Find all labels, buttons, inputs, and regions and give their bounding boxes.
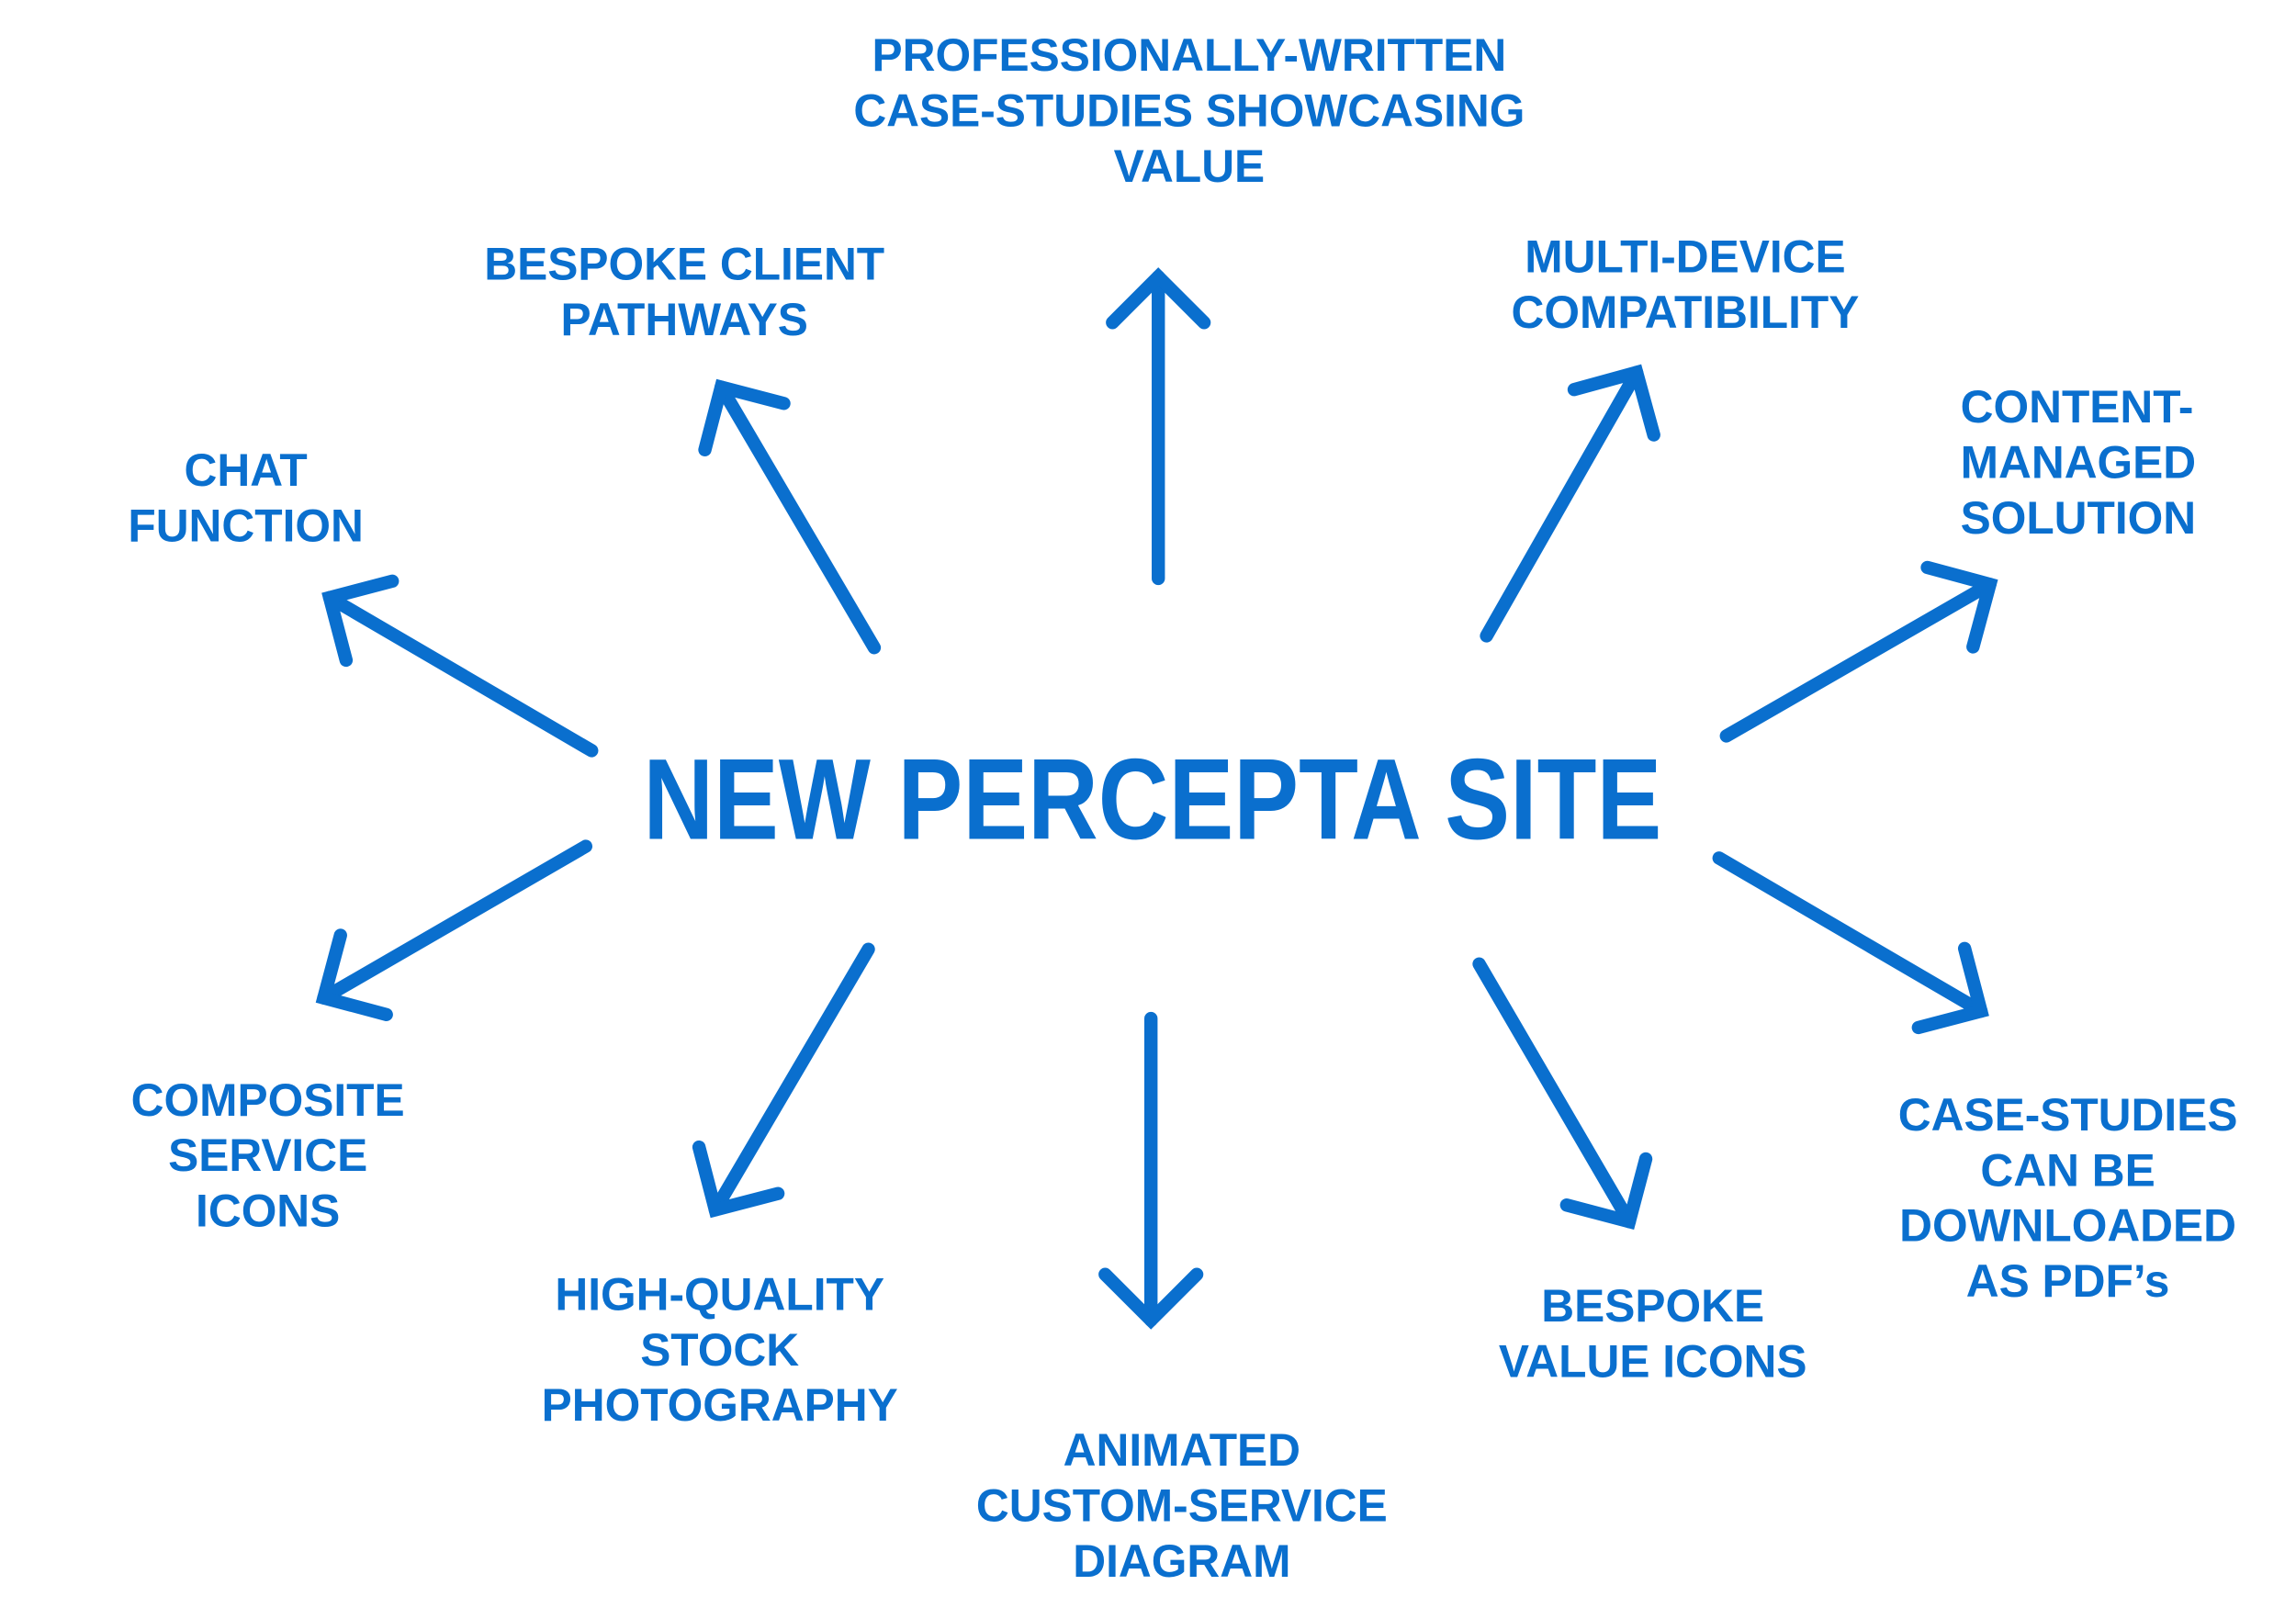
feature-label-line: MULTI-DEVICE bbox=[1525, 231, 1845, 283]
arrow-pdf-downloads bbox=[1712, 851, 1989, 1035]
feature-label-line: AS PDF’s bbox=[1966, 1255, 2170, 1307]
arrow-shaft bbox=[1719, 578, 1997, 743]
arrow-value-icons bbox=[1472, 957, 1653, 1231]
feature-label-line: COMPATIBILITY bbox=[1512, 287, 1860, 338]
feature-label-line: PATHWAYS bbox=[560, 294, 807, 345]
arrow-content-managed bbox=[1719, 560, 1998, 743]
feature-label-line: FUNCTION bbox=[128, 500, 364, 551]
feature-label-line: PHOTOGRAPHY bbox=[542, 1379, 898, 1431]
arrow-head-icon bbox=[1559, 1152, 1653, 1231]
arrow-shaft bbox=[322, 590, 599, 758]
arrow-head-icon bbox=[1106, 267, 1211, 330]
feature-label-line: SOLUTION bbox=[1961, 492, 2197, 544]
arrow-head-icon bbox=[698, 378, 791, 457]
arrow-composite-icons bbox=[315, 839, 593, 1022]
feature-label-line: BESPOKE bbox=[1541, 1280, 1764, 1332]
arrow-head-icon bbox=[1920, 560, 1998, 654]
feature-label-line: ICONS bbox=[196, 1186, 340, 1237]
arrow-animated-diagram bbox=[1098, 1011, 1204, 1330]
arrow-shaft bbox=[317, 839, 593, 1005]
arrow-head-icon bbox=[315, 928, 393, 1022]
arrow-head-icon bbox=[692, 1140, 785, 1219]
arrow-shaft bbox=[708, 942, 875, 1217]
arrow-shaft bbox=[1472, 957, 1637, 1229]
feature-label-line: CONTENT- bbox=[1961, 381, 2194, 433]
arrow-stock-photography bbox=[692, 942, 875, 1219]
arrow-head-icon bbox=[321, 574, 400, 668]
feature-label-line: BESPOKE CLIENT bbox=[484, 239, 884, 290]
feature-label-line: CHAT bbox=[185, 444, 308, 496]
feature-label-line: CUSTOM-SERVICE bbox=[976, 1480, 1388, 1532]
arrow-head-icon bbox=[1098, 1267, 1204, 1330]
feature-label-line: CASE-STUDIES bbox=[1898, 1089, 2238, 1141]
feature-label-line: CAN BE bbox=[1980, 1144, 2155, 1196]
feature-label-line: MANAGED bbox=[1961, 436, 2197, 488]
feature-label-line: HIGH-QUALITY bbox=[555, 1268, 884, 1320]
diagram-title: NEW PERCEPTA SITE bbox=[643, 736, 1661, 864]
arrow-case-studies-value bbox=[1106, 267, 1211, 586]
feature-label-line: ANIMATED bbox=[1064, 1424, 1300, 1476]
feature-label-line: STOCK bbox=[640, 1324, 799, 1376]
arrow-head-icon bbox=[1911, 941, 1989, 1035]
arrow-shaft bbox=[1480, 365, 1644, 643]
feature-label-line: VALUE bbox=[1114, 141, 1266, 192]
feature-label-line: PROFESSIONALLY-WRITTEN bbox=[872, 29, 1507, 81]
arrow-chat-function bbox=[321, 574, 599, 758]
feature-label-line: DOWNLOADED bbox=[1899, 1200, 2236, 1252]
arrow-head-icon bbox=[1567, 364, 1660, 442]
feature-label-line: COMPOSITE bbox=[131, 1074, 405, 1126]
arrow-shaft bbox=[1712, 851, 1988, 1018]
arrow-shaft bbox=[715, 380, 882, 655]
feature-label-line: VALUE ICONS bbox=[1499, 1336, 1807, 1388]
feature-label-line: CASE-STUDIES SHOWCASING bbox=[853, 84, 1525, 136]
feature-label-line: SERVICE bbox=[168, 1130, 367, 1181]
arrow-bespoke-client-pathways bbox=[698, 378, 882, 655]
feature-label-line: DIAGRAM bbox=[1073, 1535, 1290, 1587]
arrow-multi-device bbox=[1480, 364, 1660, 643]
arrows bbox=[315, 267, 1998, 1330]
